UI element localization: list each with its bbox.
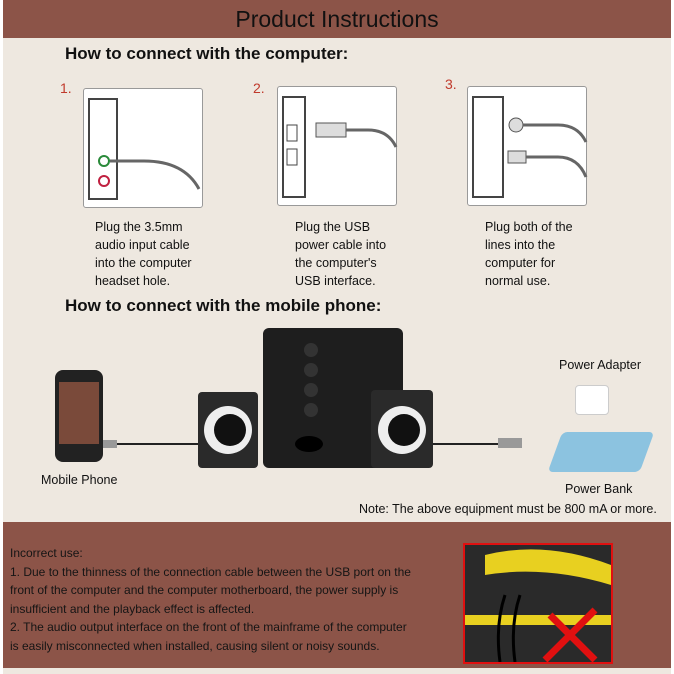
caption-line: power cable into [295,238,387,252]
incorrect-use-text: Incorrect use: 1. Due to the thinness of… [10,544,450,655]
caption-line: headset hole. [95,274,171,288]
header-banner: Product Instructions [3,0,671,38]
computer-heading: How to connect with the computer: [65,44,349,63]
caption-line: the computer's [295,256,377,270]
power-adapter-label: Power Adapter [559,358,641,372]
step-1-illustration [83,88,203,208]
step-2-number: 2. [253,80,265,96]
caption-line: Plug the 3.5mm [95,220,183,234]
equipment-note: Note: The above equipment must be 800 mA… [359,502,657,516]
incorrect-line: is easily misconnected when installed, c… [10,638,380,653]
caption-line: normal use. [485,274,551,288]
caption-line: Plug both of the [485,220,573,234]
incorrect-line: 1. Due to the thinness of the connection… [10,564,411,579]
caption-line: Plug the USB [295,220,371,234]
power-bank-illustration [547,432,655,472]
mobile-phone-label: Mobile Phone [41,473,118,487]
caption-line: audio input cable [95,238,190,252]
instruction-page: Product Instructions How to connect with… [3,0,671,674]
caption-line: USB interface. [295,274,376,288]
audio-jack-icon [88,98,201,200]
step-2-caption: Plug the USB power cable into the comput… [295,218,425,290]
incorrect-use-photo [463,543,613,664]
red-x-icon [465,549,611,662]
step-3-number: 3. [445,76,457,92]
usb-port-icon [282,96,398,198]
incorrect-line: 2. The audio output interface on the fro… [10,620,407,634]
step-2-illustration [277,86,398,206]
phone-illustration [55,370,103,462]
caption-line: lines into the [485,238,556,252]
page-title: Product Instructions [235,5,439,32]
caption-line: into the computer [95,256,192,270]
power-bank-label: Power Bank [565,482,633,496]
step-1-caption: Plug the 3.5mm audio input cable into th… [95,218,225,290]
mobile-heading: How to connect with the mobile phone: [65,296,382,315]
incorrect-line: front of the computer and the computer m… [10,583,399,597]
power-adapter-illustration [575,385,609,415]
speaker-system-illustration [103,328,522,468]
incorrect-use-panel: Incorrect use: 1. Due to the thinness of… [3,522,671,668]
step-3-caption: Plug both of the lines into the computer… [485,218,615,290]
step-3-illustration [467,86,588,206]
step-1-number: 1. [60,80,72,96]
incorrect-line: insufficient and the playback effect is … [10,601,255,616]
caption-line: computer for [485,256,556,270]
both-cables-icon [472,96,588,198]
incorrect-use-title: Incorrect use: [10,546,83,560]
